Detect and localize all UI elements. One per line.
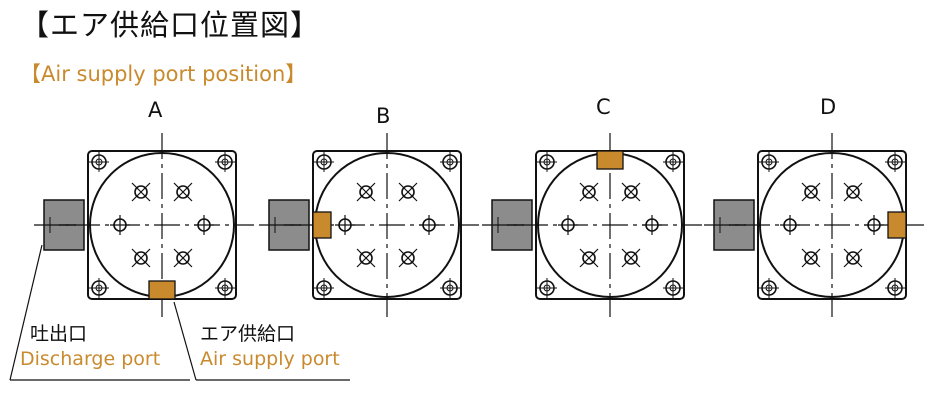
position-label-b: B — [376, 104, 391, 128]
discharge-label-japanese: 吐出口 — [30, 323, 88, 345]
supply-leader-line — [173, 301, 197, 381]
air-supply-port — [148, 280, 176, 300]
supply-label-japanese: エア供給口 — [200, 323, 296, 345]
valve-unit-a — [34, 133, 254, 317]
valve-unit-b — [259, 133, 479, 317]
air-supply-port — [596, 150, 624, 170]
valve-unit-c — [482, 133, 702, 317]
position-label-c: C — [596, 95, 611, 119]
air-supply-port — [312, 211, 332, 239]
discharge-label-english: Discharge port — [20, 348, 161, 370]
page-title-japanese: 【エア供給口位置図】 — [20, 8, 321, 42]
position-label-d: D — [820, 95, 837, 119]
valve-unit-d — [704, 133, 924, 317]
discharge-leader-line — [9, 244, 43, 381]
page-title-english: 【Air supply port position】 — [20, 62, 307, 86]
air-supply-port — [887, 211, 907, 239]
position-label-a: A — [148, 98, 163, 122]
supply-label-english: Air supply port — [200, 348, 340, 370]
